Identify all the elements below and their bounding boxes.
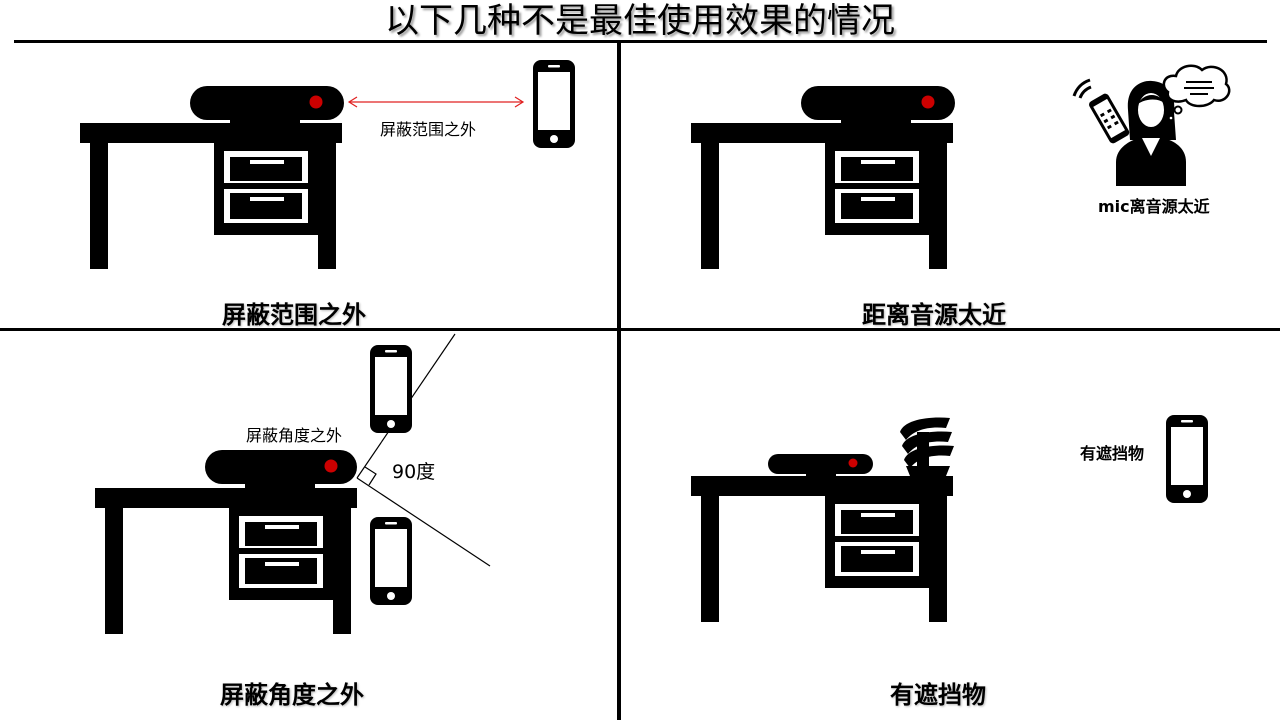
panel-4-caption: 有遮挡物: [890, 681, 986, 709]
panel-3-caption: 屏蔽角度之外: [220, 681, 364, 709]
right-angle-mark: [364, 466, 377, 486]
panel-4-scene: [691, 415, 1208, 622]
mic-dot: [848, 458, 858, 468]
panel-3-scene: [95, 333, 491, 634]
phone-icon: [533, 60, 575, 148]
conference-speaker-icon: [768, 454, 873, 478]
page-title: 以下几种不是最佳使用效果的情况: [385, 1, 895, 41]
obstacle-icon: [900, 417, 954, 476]
conference-speaker-icon: [190, 86, 344, 124]
desk-icon: [95, 488, 357, 634]
phone-icon: [370, 345, 412, 433]
mic-dot: [921, 95, 935, 109]
panel-2-caption: 距离音源太近: [862, 301, 1006, 329]
mic-dot: [324, 459, 338, 473]
phone-icon: [1166, 415, 1208, 503]
desk-icon: [80, 123, 342, 269]
panel-1-scene: [80, 60, 575, 269]
obstacle-label: 有遮挡物: [1080, 444, 1145, 463]
person-on-phone-icon: [1072, 64, 1231, 186]
conference-speaker-icon: [205, 450, 357, 490]
top-rule: [14, 40, 1267, 43]
mic-dot: [309, 95, 323, 109]
out-of-angle-label: 屏蔽角度之外: [246, 426, 343, 445]
range-arrow: [347, 96, 525, 108]
desk-icon: [691, 476, 953, 622]
out-of-range-label: 屏蔽范围之外: [380, 120, 477, 139]
vertical-divider: [617, 40, 621, 720]
mic-too-close-label: mic离音源太近: [1098, 197, 1210, 216]
horizontal-divider: [0, 328, 1280, 331]
panel-1-caption: 屏蔽范围之外: [222, 301, 366, 329]
phone-icon: [370, 517, 412, 605]
conference-speaker-icon: [801, 86, 955, 124]
angle-value-label: 90度: [392, 461, 436, 483]
desk-icon: [691, 123, 953, 269]
panel-2-scene: [691, 64, 1231, 269]
